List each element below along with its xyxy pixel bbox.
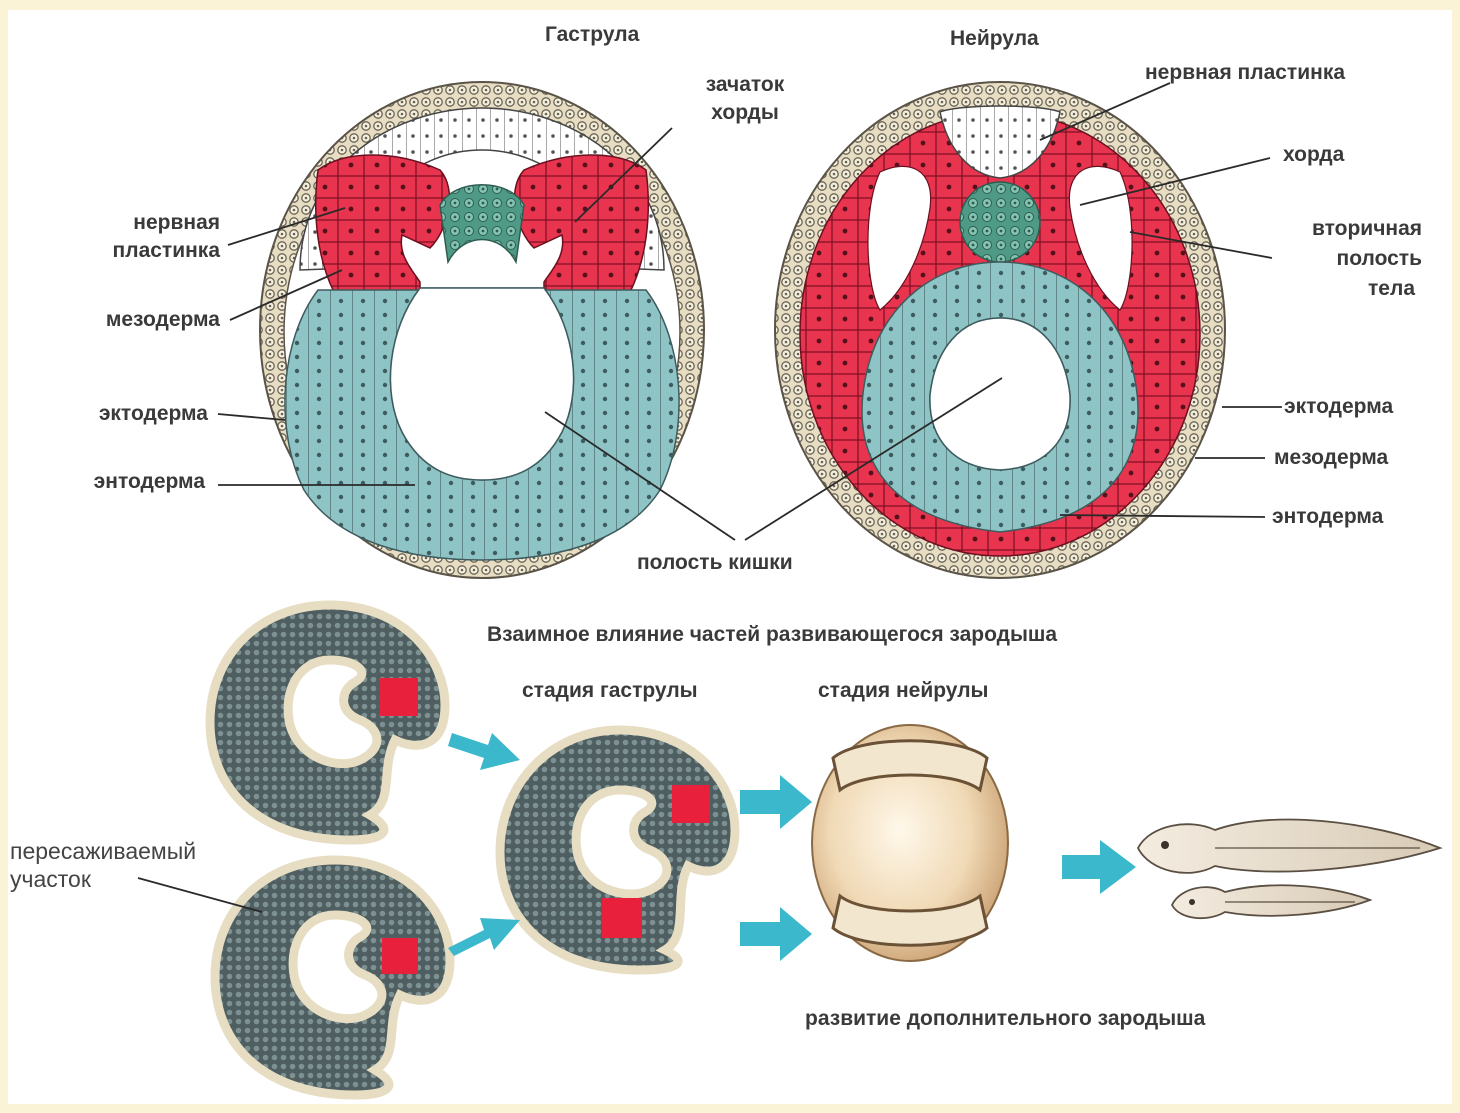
donor-embryo-top-body (210, 605, 445, 840)
tadpole-large (1138, 820, 1440, 873)
gastrula-drawing (260, 82, 704, 578)
neurula-secondary-cavity-label-2: полость (1240, 244, 1422, 274)
neurula-secondary-cavity-label-3: тела (1240, 274, 1415, 304)
transplanted-label-2: участок (10, 864, 91, 894)
gastrula-ectoderm-label: эктодерма (30, 399, 208, 429)
interaction-title: Взаимное влияние частей развивающегося з… (487, 620, 1057, 650)
neurula-title: Нейрула (950, 24, 1039, 54)
host-embryo (500, 730, 735, 970)
donor-embryo-bottom-graft (382, 938, 418, 974)
neurula-mesoderm-label: мезодерма (1274, 443, 1388, 473)
gut-cavity-label: полость кишки (637, 548, 793, 578)
stage-gastrula-label: стадия гаструлы (522, 676, 698, 706)
neurula-ectoderm-label: эктодерма (1284, 392, 1393, 422)
donor-embryo-bottom (215, 860, 450, 1095)
arrow-host-to-ball-top (740, 775, 812, 829)
additional-embryo-label: развитие дополнительного зародыша (805, 1004, 1205, 1034)
tadpole-large-eye (1161, 841, 1169, 849)
chord-primordium-label-2: хорды (685, 98, 805, 128)
host-embryo-graft-top (672, 785, 710, 823)
donor-embryo-top (210, 605, 445, 840)
transplanted-label-1: пересаживаемый (10, 836, 196, 866)
tadpoles (1138, 820, 1440, 919)
tadpole-small-eye (1189, 899, 1195, 905)
donor-embryo-top-graft (380, 678, 418, 716)
neurula-neural-plate-label: нервная пластинка (1145, 58, 1345, 88)
neurula-secondary-cavity-label-1: вторичная (1240, 214, 1422, 244)
gastrula-mesoderm-label: мезодерма (30, 305, 220, 335)
gastrula-neural-plate-label-1: нервная (60, 208, 220, 238)
neurula-chord-label: хорда (1283, 140, 1344, 170)
stage-neurula-label: стадия нейрулы (818, 676, 988, 706)
host-embryo-graft-bottom (602, 898, 642, 938)
gastrula-title: Гаструла (545, 20, 639, 50)
arrow-donor-top-to-host (448, 733, 520, 770)
neurula-chord (960, 182, 1040, 262)
arrow-donor-bottom-to-host (448, 918, 520, 956)
arrow-ball-to-tadpoles (1062, 840, 1136, 894)
arrow-host-to-ball-bottom (740, 907, 812, 961)
gastrula-neural-plate-label-2: пластинка (60, 236, 220, 266)
gastrula-endoderm-label: энтодерма (30, 467, 205, 497)
neurula-stage-ball (812, 725, 1008, 961)
chord-primordium-label-1: зачаток (685, 70, 805, 100)
gastrula-gut-cavity (390, 288, 573, 480)
neurula-gut-cavity (930, 318, 1070, 470)
neurula-endoderm-label: энтодерма (1272, 502, 1383, 532)
neurula-drawing (775, 82, 1225, 578)
donor-embryo-bottom-body (215, 860, 450, 1095)
